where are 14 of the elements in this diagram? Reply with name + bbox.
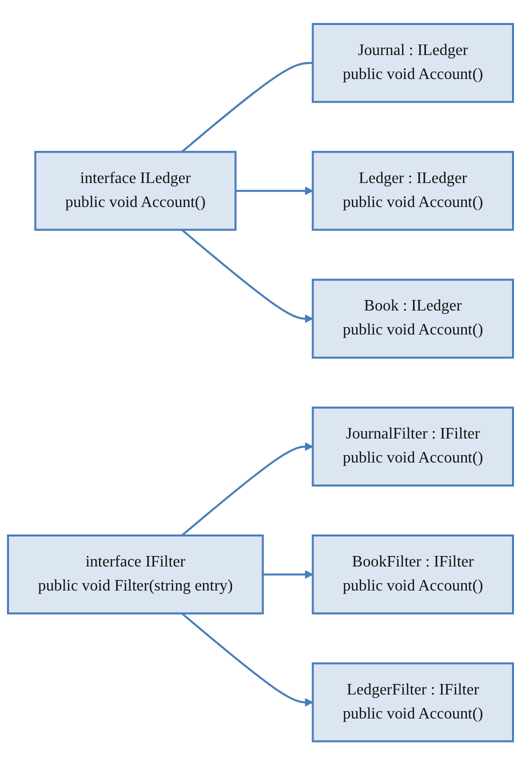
- connector: [181, 62, 313, 152]
- node-box: Book : ILedger public void Account(): [312, 278, 514, 359]
- node-box: Ledger : ILedger public void Account(): [312, 150, 514, 231]
- node-box: LedgerFilter : IFilter public void Account(): [312, 662, 514, 742]
- node-box: Journal : ILedger public void Account(): [312, 22, 514, 103]
- arrow: [236, 186, 314, 196]
- node-box: JournalFilter : IFilter public void Account(): [312, 406, 514, 486]
- node-box: interface IFilter public void Filter(string entry): [7, 534, 264, 614]
- arrow: [181, 442, 314, 536]
- arrow: [181, 612, 314, 707]
- arrow: [181, 228, 314, 323]
- node-box: BookFilter : IFilter public void Account(): [312, 534, 514, 614]
- arrow: [262, 570, 314, 579]
- node-box: interface ILedger public void Account(): [34, 150, 237, 231]
